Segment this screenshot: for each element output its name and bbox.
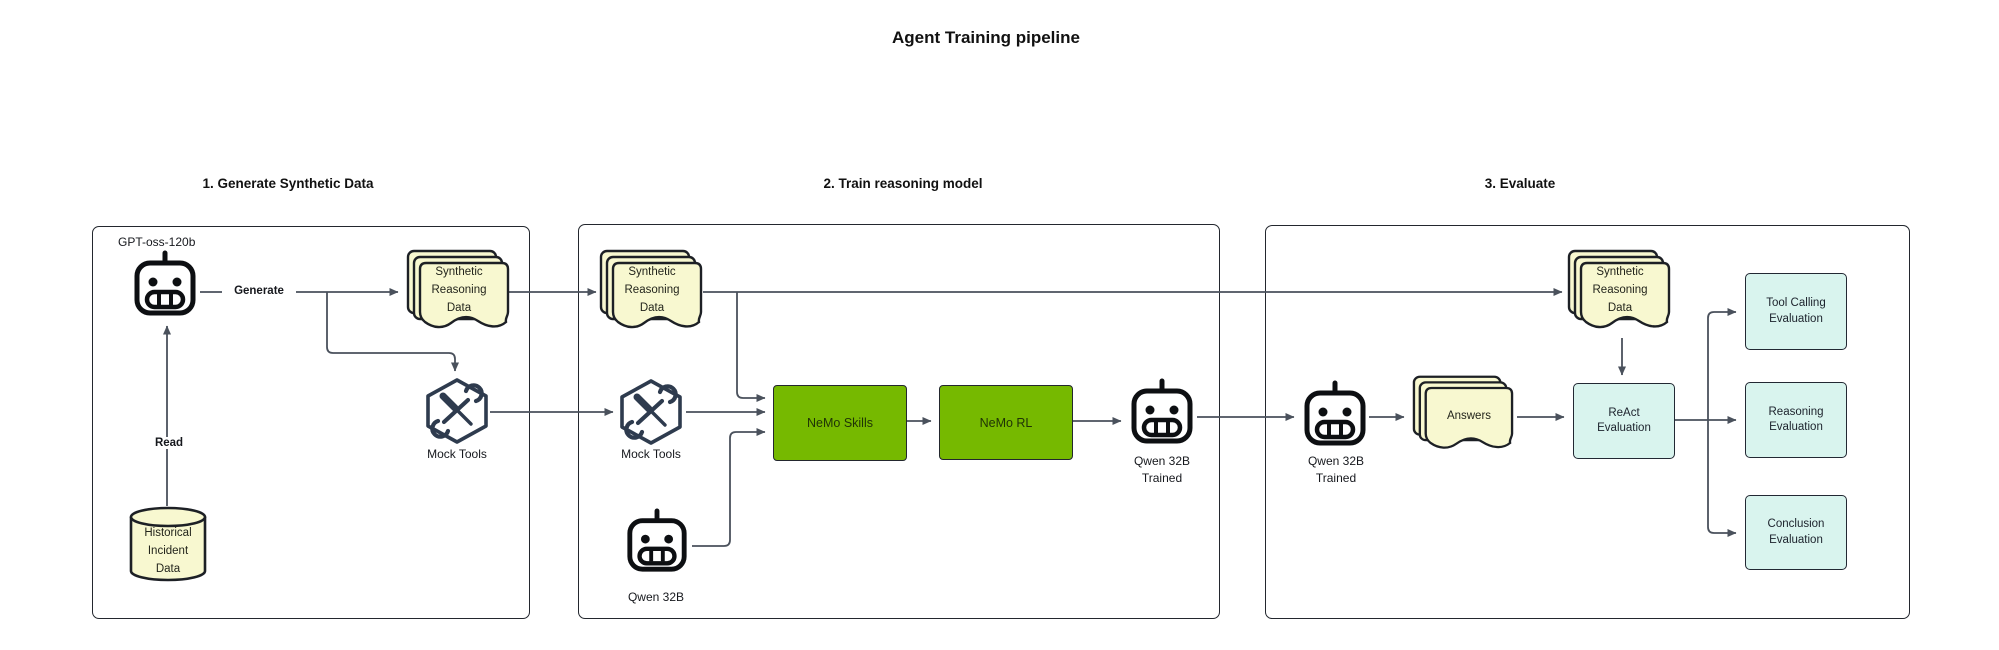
eval-line: Evaluation [1769, 533, 1823, 546]
robot-icon [1131, 378, 1193, 444]
eval-line: Tool Calling [1766, 297, 1826, 309]
tool-calling-evaluation-node: Tool Calling Evaluation [1745, 273, 1847, 350]
nemo-skills-node: NeMo Skills [773, 385, 907, 461]
robot-icon [627, 508, 687, 572]
eval-line: Conclusion [1767, 518, 1825, 530]
database-cylinder-icon [129, 506, 207, 582]
doc-line: Data [1607, 302, 1633, 314]
document-stack-icon [406, 249, 510, 329]
qwen-trained-label: Qwen 32B Trained [1286, 453, 1386, 487]
conclusion-evaluation-node: Conclusion Evaluation [1745, 495, 1847, 570]
doc-line: Data [446, 302, 472, 314]
eval-line: Evaluation [1769, 312, 1823, 325]
generate-edge-label: Generate [222, 285, 296, 297]
qwen32b-label: Qwen 32B [627, 590, 685, 604]
nemo-rl-node: NeMo RL [939, 385, 1073, 460]
read-edge-label: Read [145, 437, 193, 449]
section-header-evaluate: 3. Evaluate [1484, 176, 1556, 191]
doc-line: Reasoning [624, 284, 680, 296]
document-stack-icon [599, 249, 703, 329]
document-stack-icon [1412, 375, 1514, 449]
crossed-tools-hexagon-icon [426, 378, 488, 444]
react-evaluation-node: ReAct Evaluation [1573, 383, 1675, 459]
doc-line: Reasoning [431, 284, 487, 296]
qwen-trained-line: Trained [1315, 471, 1357, 485]
page-title: Agent Training pipeline [892, 28, 1080, 47]
cyl-line: Data [155, 563, 181, 575]
eval-line: ReAct [1608, 406, 1640, 419]
nemo-rl-label: NeMo RL [979, 415, 1033, 430]
qwen-trained-line: Qwen 32B [1307, 454, 1365, 468]
robot-icon [134, 250, 196, 316]
mock-tools-label: Mock Tools [621, 447, 681, 461]
reasoning-evaluation-node: Reasoning Evaluation [1745, 382, 1847, 458]
doc-line: Synthetic [1596, 266, 1644, 278]
doc-line: Data [639, 302, 665, 314]
section-header-train: 2. Train reasoning model [823, 176, 983, 191]
gpt-oss-label: GPT-oss-120b [118, 235, 196, 249]
doc-line: Reasoning [1592, 284, 1648, 296]
cyl-line: Historical [144, 527, 192, 539]
qwen-trained-line: Qwen 32B [1133, 454, 1191, 468]
eval-line: Evaluation [1597, 422, 1651, 434]
qwen-trained-line: Trained [1141, 471, 1183, 485]
synthetic-data-node: Synthetic Reasoning Data [613, 263, 691, 317]
answers-node: Answers [1446, 410, 1492, 422]
robot-icon [1304, 380, 1366, 446]
historical-data-node: Historical Incident Data [130, 524, 206, 578]
qwen-trained-label: Qwen 32B Trained [1112, 453, 1212, 487]
doc-line: Synthetic [435, 266, 483, 278]
mock-tools-label: Mock Tools [427, 447, 487, 461]
eval-line: Evaluation [1769, 421, 1823, 433]
crossed-tools-hexagon-icon [620, 379, 682, 445]
nemo-skills-label: NeMo Skills [807, 416, 873, 430]
cyl-line: Incident [147, 545, 189, 557]
document-stack-icon [1567, 249, 1671, 329]
doc-line: Synthetic [628, 266, 676, 278]
synthetic-data-node: Synthetic Reasoning Data [420, 263, 498, 317]
section-header-generate: 1. Generate Synthetic Data [202, 176, 374, 191]
synthetic-data-node: Synthetic Reasoning Data [1581, 263, 1659, 317]
eval-line: Reasoning [1768, 405, 1824, 418]
